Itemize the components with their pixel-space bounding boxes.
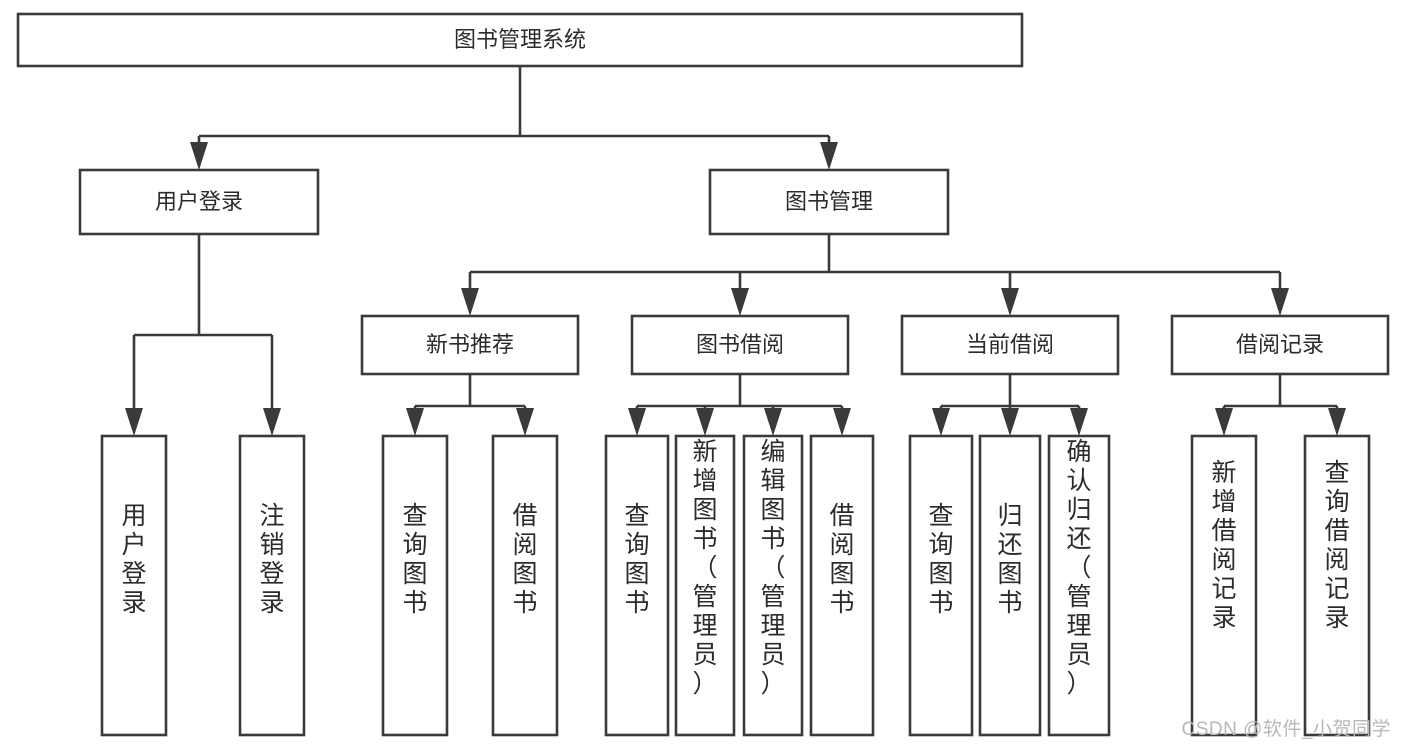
node-leaf-10[interactable]: 归还图书 [978,434,1042,737]
arrow-borrow [731,288,749,316]
node-leaf-6-label: 新增图书（管理员） [692,438,717,698]
node-borrow-box[interactable] [630,314,850,376]
node-leaf-13-label: 查询借阅记录 [1324,459,1349,632]
node-leaf-2[interactable]: 注销登录 [238,434,306,737]
node-leaf-5-box[interactable] [604,434,670,737]
node-leaf-6-box[interactable] [674,434,736,737]
arrow-leaf-13 [1328,408,1346,436]
node-leaf-13-box[interactable] [1303,434,1371,737]
node-leaf-12[interactable]: 新增借阅记录 [1190,434,1258,737]
node-bookmgmt-box[interactable] [708,168,950,236]
node-leaf-6[interactable]: 新增图书（管理员） [674,434,736,737]
arrow-bookmgmt [820,142,838,170]
node-login-box[interactable] [78,168,320,236]
arrow-leaf-10 [1001,408,1019,436]
arrow-leaf-2 [263,408,281,436]
arrow-leaf-3 [406,408,424,436]
node-leaf-8[interactable]: 借阅图书 [809,434,875,737]
node-leaf-3-label: 查询图书 [402,502,427,617]
arrow-leaf-4 [516,408,534,436]
node-leaf-8-label: 借阅图书 [829,502,854,617]
node-login[interactable]: 用户登录 [78,168,320,236]
arrow-leaf-9 [932,408,950,436]
node-records-label: 借阅记录 [1236,332,1324,357]
node-leaf-13[interactable]: 查询借阅记录 [1303,434,1371,737]
node-leaf-1-label: 用户登录 [121,502,146,617]
node-leaf-9-box[interactable] [908,434,974,737]
node-leaf-5-label: 查询图书 [624,502,649,617]
arrow-leaf-6 [696,408,714,436]
node-leaf-7-box[interactable] [742,434,804,737]
arrow-leaf-8 [833,408,851,436]
node-leaf-12-box[interactable] [1190,434,1258,737]
node-records[interactable]: 借阅记录 [1170,314,1390,376]
node-leaf-11-label: 确认归还（管理员） [1066,438,1091,698]
arrow-newbook [461,288,479,316]
node-root-label: 图书管理系统 [454,27,586,52]
node-leaf-7[interactable]: 编辑图书（管理员） [742,434,804,737]
node-bookmgmt-label: 图书管理 [785,189,873,214]
node-newbook-box[interactable] [360,314,580,376]
arrow-login [190,142,208,170]
node-leaf-4-label: 借阅图书 [512,502,537,617]
node-bookmgmt[interactable]: 图书管理 [708,168,950,236]
node-leaf-4-box[interactable] [491,434,559,737]
arrow-leaf-5 [628,408,646,436]
node-leaf-8-box[interactable] [809,434,875,737]
node-leaf-5[interactable]: 查询图书 [604,434,670,737]
node-leaf-9-label: 查询图书 [928,502,953,617]
arrow-current [1001,288,1019,316]
node-newbook[interactable]: 新书推荐 [360,314,580,376]
node-leaf-10-box[interactable] [978,434,1042,737]
node-current-label: 当前借阅 [966,332,1054,357]
node-leaf-7-label: 编辑图书（管理员） [760,438,785,698]
connector-layer [125,66,1346,436]
node-leaf-11-box[interactable] [1047,434,1111,737]
arrow-leaf-7 [764,408,782,436]
node-leaf-3-box[interactable] [381,434,449,737]
arrow-leaf-1 [125,408,143,436]
node-borrow[interactable]: 图书借阅 [630,314,850,376]
arrow-leaf-12 [1215,408,1233,436]
node-leaf-3[interactable]: 查询图书 [381,434,449,737]
node-newbook-label: 新书推荐 [426,332,514,357]
csdn-watermark: CSDN @软件_小贺同学 [1181,719,1391,740]
node-current-box[interactable] [900,314,1120,376]
node-current[interactable]: 当前借阅 [900,314,1120,376]
node-leaf-2-label: 注销登录 [259,502,284,617]
node-records-box[interactable] [1170,314,1390,376]
arrow-records [1271,288,1289,316]
node-leaf-2-box[interactable] [238,434,306,737]
node-leaf-1[interactable]: 用户登录 [100,434,168,737]
node-leaf-10-label: 归还图书 [997,502,1022,617]
arrow-leaf-11 [1070,408,1088,436]
node-leaf-12-label: 新增借阅记录 [1211,459,1236,632]
node-root[interactable]: 图书管理系统 [16,12,1024,68]
node-leaf-9[interactable]: 查询图书 [908,434,974,737]
node-borrow-label: 图书借阅 [696,332,784,357]
node-root-box[interactable] [16,12,1024,68]
node-leaf-11[interactable]: 确认归还（管理员） [1047,434,1111,737]
node-login-label: 用户登录 [155,189,243,214]
node-leaf-4[interactable]: 借阅图书 [491,434,559,737]
node-leaf-1-box[interactable] [100,434,168,737]
